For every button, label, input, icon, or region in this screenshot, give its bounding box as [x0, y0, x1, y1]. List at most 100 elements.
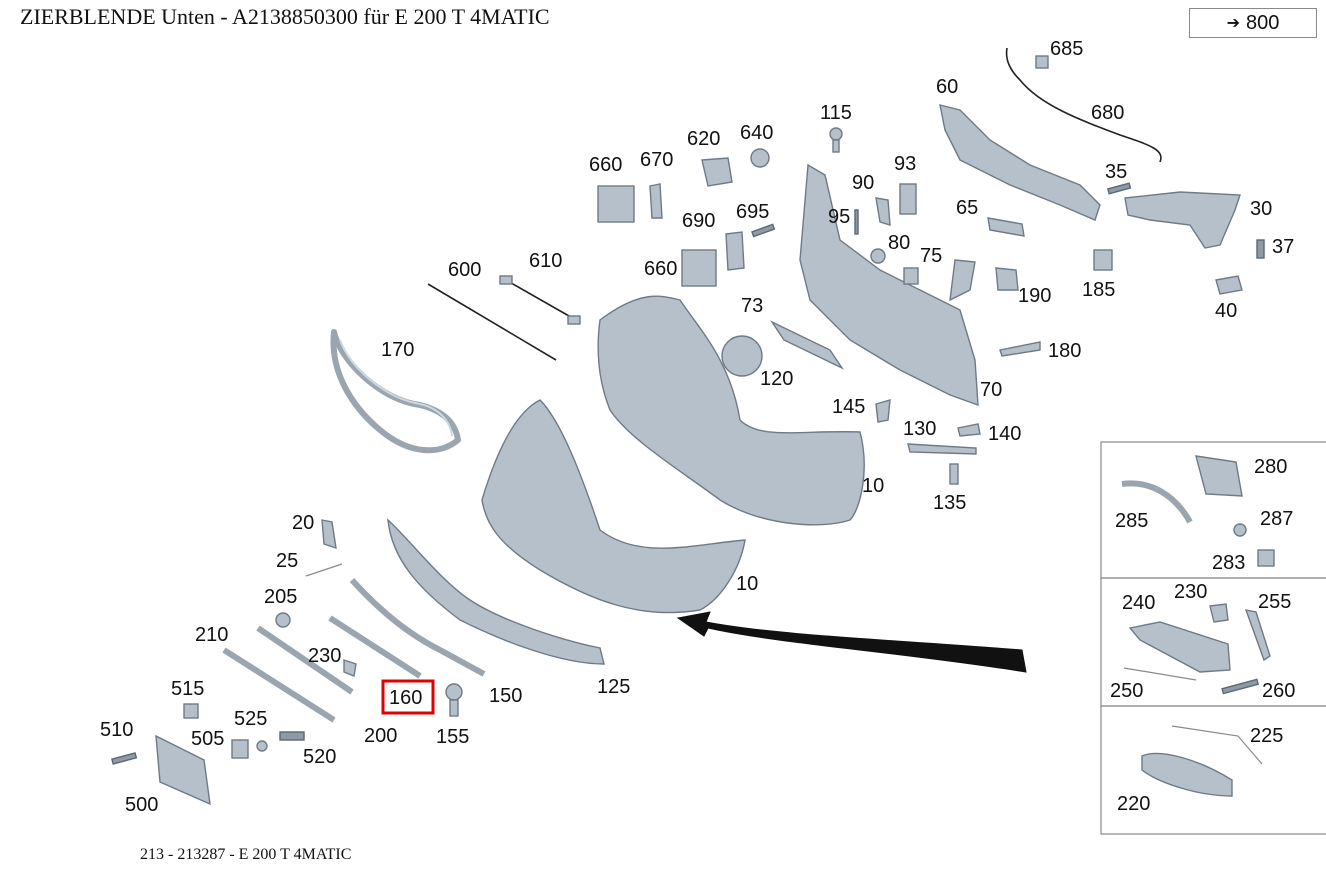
label-95[interactable]: 95 — [828, 206, 850, 228]
bumper-part-10a[interactable] — [597, 295, 865, 526]
label-25[interactable]: 25 — [276, 550, 298, 572]
clip-part-145[interactable] — [875, 399, 891, 423]
label-205[interactable]: 205 — [264, 586, 297, 608]
plate-part-500[interactable] — [155, 734, 211, 806]
label-230a[interactable]: 230 — [308, 645, 341, 667]
strip-part-225[interactable] — [1171, 725, 1263, 765]
label-40[interactable]: 40 — [1215, 300, 1237, 322]
strip-part-180[interactable] — [999, 341, 1041, 357]
strip-part-250[interactable] — [1123, 667, 1197, 681]
sensor-wire-part-600[interactable] — [427, 283, 557, 361]
trim-part-255[interactable] — [1244, 609, 1271, 662]
label-180[interactable]: 180 — [1048, 340, 1081, 362]
bracket-part-190[interactable] — [995, 267, 1019, 291]
nav-to-800-button[interactable]: ➔ 800 — [1189, 8, 1317, 38]
module-part-660b[interactable] — [681, 249, 717, 287]
label-225[interactable]: 225 — [1250, 725, 1283, 747]
label-283[interactable]: 283 — [1212, 552, 1245, 574]
label-80[interactable]: 80 — [888, 232, 910, 254]
label-600[interactable]: 600 — [448, 259, 481, 281]
label-140[interactable]: 140 — [988, 423, 1021, 445]
label-695[interactable]: 695 — [736, 201, 769, 223]
label-73[interactable]: 73 — [741, 295, 763, 317]
trim-part-285[interactable] — [1121, 480, 1193, 524]
label-200[interactable]: 200 — [364, 725, 397, 747]
label-115[interactable]: 115 — [820, 102, 852, 124]
screw-part-135[interactable] — [949, 463, 959, 485]
label-60[interactable]: 60 — [936, 76, 958, 98]
clip-part-515[interactable] — [183, 703, 199, 719]
pin-part-95[interactable] — [854, 209, 859, 235]
grille-part-280[interactable] — [1195, 455, 1243, 497]
clip-part-185[interactable] — [1093, 249, 1113, 271]
clip-part-283[interactable] — [1257, 549, 1275, 567]
bracket-part-230b[interactable] — [1209, 603, 1229, 623]
label-130[interactable]: 130 — [903, 418, 936, 440]
label-230b[interactable]: 230 — [1174, 581, 1207, 603]
bracket-part-90[interactable] — [875, 197, 891, 226]
label-190[interactable]: 190 — [1018, 285, 1051, 307]
label-660a[interactable]: 660 — [589, 154, 622, 176]
label-500[interactable]: 500 — [125, 794, 158, 816]
label-75[interactable]: 75 — [920, 245, 942, 267]
label-10b[interactable]: 10 — [736, 573, 758, 595]
clip-part-80[interactable] — [870, 248, 886, 264]
label-240[interactable]: 240 — [1122, 592, 1155, 614]
clip-part-37[interactable] — [1256, 239, 1265, 259]
label-220[interactable]: 220 — [1117, 793, 1150, 815]
washer-part-525[interactable] — [256, 740, 268, 752]
bracket-part-65[interactable] — [987, 217, 1025, 237]
pin-part-35[interactable] — [1106, 182, 1132, 195]
label-680[interactable]: 680 — [1091, 102, 1124, 124]
bracket-part-75[interactable] — [949, 259, 976, 302]
strip-part-130[interactable] — [907, 443, 977, 455]
strip-part-200[interactable] — [256, 625, 354, 695]
sensor-part-610a[interactable] — [499, 275, 513, 285]
label-505[interactable]: 505 — [191, 728, 224, 750]
bracket-part-230[interactable] — [343, 659, 357, 677]
grille-frame-part-170[interactable] — [330, 329, 461, 454]
bracket-part-690[interactable] — [725, 231, 745, 271]
label-685[interactable]: 685 — [1050, 38, 1083, 60]
wire-part-25[interactable] — [305, 563, 343, 577]
ring-part-640[interactable] — [750, 148, 770, 168]
wire-harness-part[interactable] — [1005, 47, 1162, 163]
clip-part-155-shank[interactable] — [449, 699, 459, 717]
grille-part-240[interactable] — [1128, 621, 1231, 673]
label-690[interactable]: 690 — [682, 210, 715, 232]
bracket-part-93[interactable] — [899, 183, 917, 215]
label-125[interactable]: 125 — [597, 676, 630, 698]
label-160[interactable]: 160 — [389, 687, 422, 709]
label-10a[interactable]: 10 — [862, 475, 884, 497]
clip-part-40[interactable] — [1215, 275, 1243, 295]
label-620[interactable]: 620 — [687, 128, 720, 150]
label-260[interactable]: 260 — [1262, 680, 1295, 702]
strip-part-73[interactable] — [769, 320, 845, 370]
label-35[interactable]: 35 — [1105, 161, 1127, 183]
bracket-part-30[interactable] — [1124, 191, 1241, 249]
sensor-wire-part-610[interactable] — [505, 279, 577, 321]
label-20[interactable]: 20 — [292, 512, 314, 534]
support-part-70[interactable] — [799, 163, 979, 407]
label-37[interactable]: 37 — [1272, 236, 1294, 258]
label-93[interactable]: 93 — [894, 153, 916, 175]
label-287[interactable]: 287 — [1260, 508, 1293, 530]
screw-part-510[interactable] — [111, 752, 138, 765]
screw-part-260[interactable] — [1221, 678, 1260, 695]
label-660b[interactable]: 660 — [644, 258, 677, 280]
connector-part-685[interactable] — [1035, 55, 1049, 69]
label-510[interactable]: 510 — [100, 719, 133, 741]
clip-part-287[interactable] — [1233, 523, 1247, 537]
label-70[interactable]: 70 — [980, 379, 1002, 401]
label-185[interactable]: 185 — [1082, 279, 1115, 301]
bracket-part-20[interactable] — [321, 519, 337, 550]
emblem-part-120[interactable] — [721, 335, 763, 377]
label-255[interactable]: 255 — [1258, 591, 1291, 613]
module-part-660a[interactable] — [597, 185, 635, 223]
label-155[interactable]: 155 — [436, 726, 469, 748]
label-285[interactable]: 285 — [1115, 510, 1148, 532]
label-210[interactable]: 210 — [195, 624, 228, 646]
grille-part-220[interactable] — [1141, 752, 1233, 797]
sensor-part-610b[interactable] — [567, 315, 581, 325]
clip-part-140[interactable] — [957, 423, 981, 437]
